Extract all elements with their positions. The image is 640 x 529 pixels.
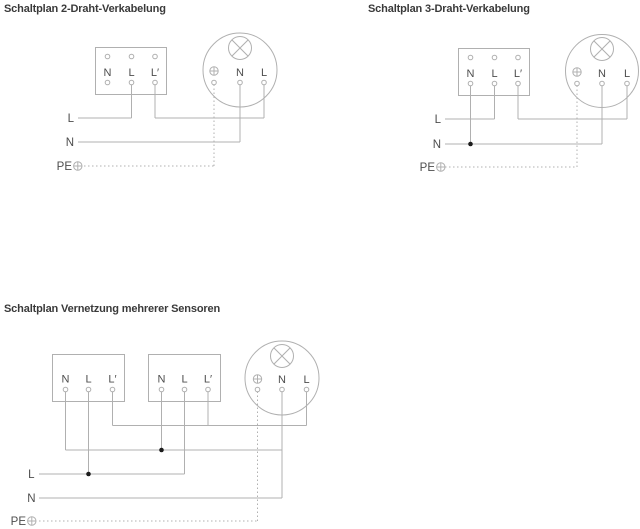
- terminal-label-l: L: [491, 68, 497, 80]
- terminal-label-ls: L′: [514, 68, 522, 80]
- terminal-dot: [467, 54, 474, 61]
- mains-label-n: N: [433, 139, 441, 151]
- terminal-dot: [491, 54, 498, 61]
- wire-pe: [445, 86, 578, 168]
- terminal-dot: [237, 79, 243, 86]
- lamp-label-n: N: [278, 374, 286, 386]
- terminal-label-n: N: [104, 67, 112, 79]
- terminal-dot: [152, 53, 158, 60]
- terminal-dot: [261, 79, 267, 86]
- terminal-dot: [624, 80, 630, 87]
- wire-switched-bus: [112, 392, 307, 426]
- terminal-dot: [515, 80, 521, 87]
- diagram-vernetzung: N L L′ N L L′ N L: [11, 340, 320, 528]
- terminal-dot: [303, 386, 310, 393]
- terminal-label-n: N: [62, 374, 70, 386]
- terminal-dot: [599, 80, 605, 87]
- wire-pe: [84, 85, 215, 167]
- lamp-icon: [590, 37, 614, 61]
- terminal-dot: [254, 386, 261, 393]
- terminal-label-l: L: [128, 67, 134, 79]
- lamp-label-l: L: [303, 374, 309, 386]
- terminal-dot: [467, 80, 474, 87]
- junction-dot: [468, 141, 473, 147]
- earth-icon: [252, 374, 263, 384]
- lamp-icon: [270, 344, 294, 368]
- terminal-label-l: L: [181, 374, 187, 386]
- diagram1-title: Schaltplan 2-Draht-Verkabelung: [4, 3, 166, 15]
- terminal-dot: [211, 79, 217, 86]
- wire-switched: [154, 85, 265, 119]
- wire-n-bus: [65, 392, 283, 498]
- terminal-dot: [491, 80, 498, 87]
- lamp-label-l: L: [261, 67, 267, 79]
- wire-n: [445, 86, 603, 145]
- terminal-label-ls: L′: [151, 67, 159, 79]
- mains-label-l: L: [435, 114, 442, 126]
- terminal-dot: [85, 386, 92, 393]
- terminal-dot: [104, 53, 111, 60]
- wire-l: [445, 86, 495, 120]
- terminal-dot: [128, 79, 135, 86]
- mains-label-pe: PE: [11, 516, 27, 528]
- diagram3-title: Schaltplan Vernetzung mehrerer Sensoren: [4, 303, 221, 315]
- earth-icon: [572, 67, 582, 77]
- earth-icon: [436, 162, 446, 172]
- wire-l: [78, 85, 132, 119]
- terminal-dot: [128, 53, 135, 60]
- terminal-label-n: N: [158, 374, 166, 386]
- terminal-label-n: N: [467, 68, 475, 80]
- terminal-dot: [158, 386, 165, 393]
- diagram2-title: Schaltplan 3-Draht-Verkabelung: [368, 3, 530, 15]
- diagram-3-draht: N L L′ N L: [420, 34, 639, 174]
- wire-switched: [517, 86, 628, 120]
- wire-n: [78, 85, 241, 143]
- lamp-label-n: N: [236, 67, 244, 79]
- earth-icon: [209, 66, 219, 76]
- earth-icon: [27, 516, 37, 526]
- mains-label-l: L: [68, 113, 75, 125]
- mains-label-pe: PE: [57, 161, 73, 173]
- terminal-dot: [181, 386, 188, 393]
- mains-label-pe: PE: [420, 162, 436, 174]
- terminal-label-ls: L′: [108, 374, 116, 386]
- wire-pe: [39, 392, 258, 522]
- wire-l: [39, 392, 185, 475]
- earth-icon: [73, 161, 83, 171]
- lamp-icon: [228, 36, 252, 60]
- mains-label-n: N: [27, 493, 35, 505]
- terminal-dot: [109, 386, 116, 393]
- terminal-dot: [205, 386, 211, 393]
- terminal-dot: [574, 80, 580, 87]
- mains-label-n: N: [66, 137, 74, 149]
- mains-label-l: L: [28, 469, 35, 481]
- terminal-label-ls: L′: [204, 374, 212, 386]
- terminal-dot: [62, 386, 69, 393]
- lamp-label-l: L: [624, 68, 630, 80]
- lamp-label-n: N: [598, 68, 606, 80]
- diagram-2-draht: N L L′ N L: [57, 32, 278, 173]
- terminal-dot: [104, 79, 111, 86]
- junction-dot: [159, 447, 164, 453]
- terminal-dot: [515, 54, 521, 61]
- terminal-label-l: L: [85, 374, 91, 386]
- terminal-dot: [279, 386, 285, 393]
- junction-dot: [86, 471, 91, 477]
- terminal-dot: [152, 79, 158, 86]
